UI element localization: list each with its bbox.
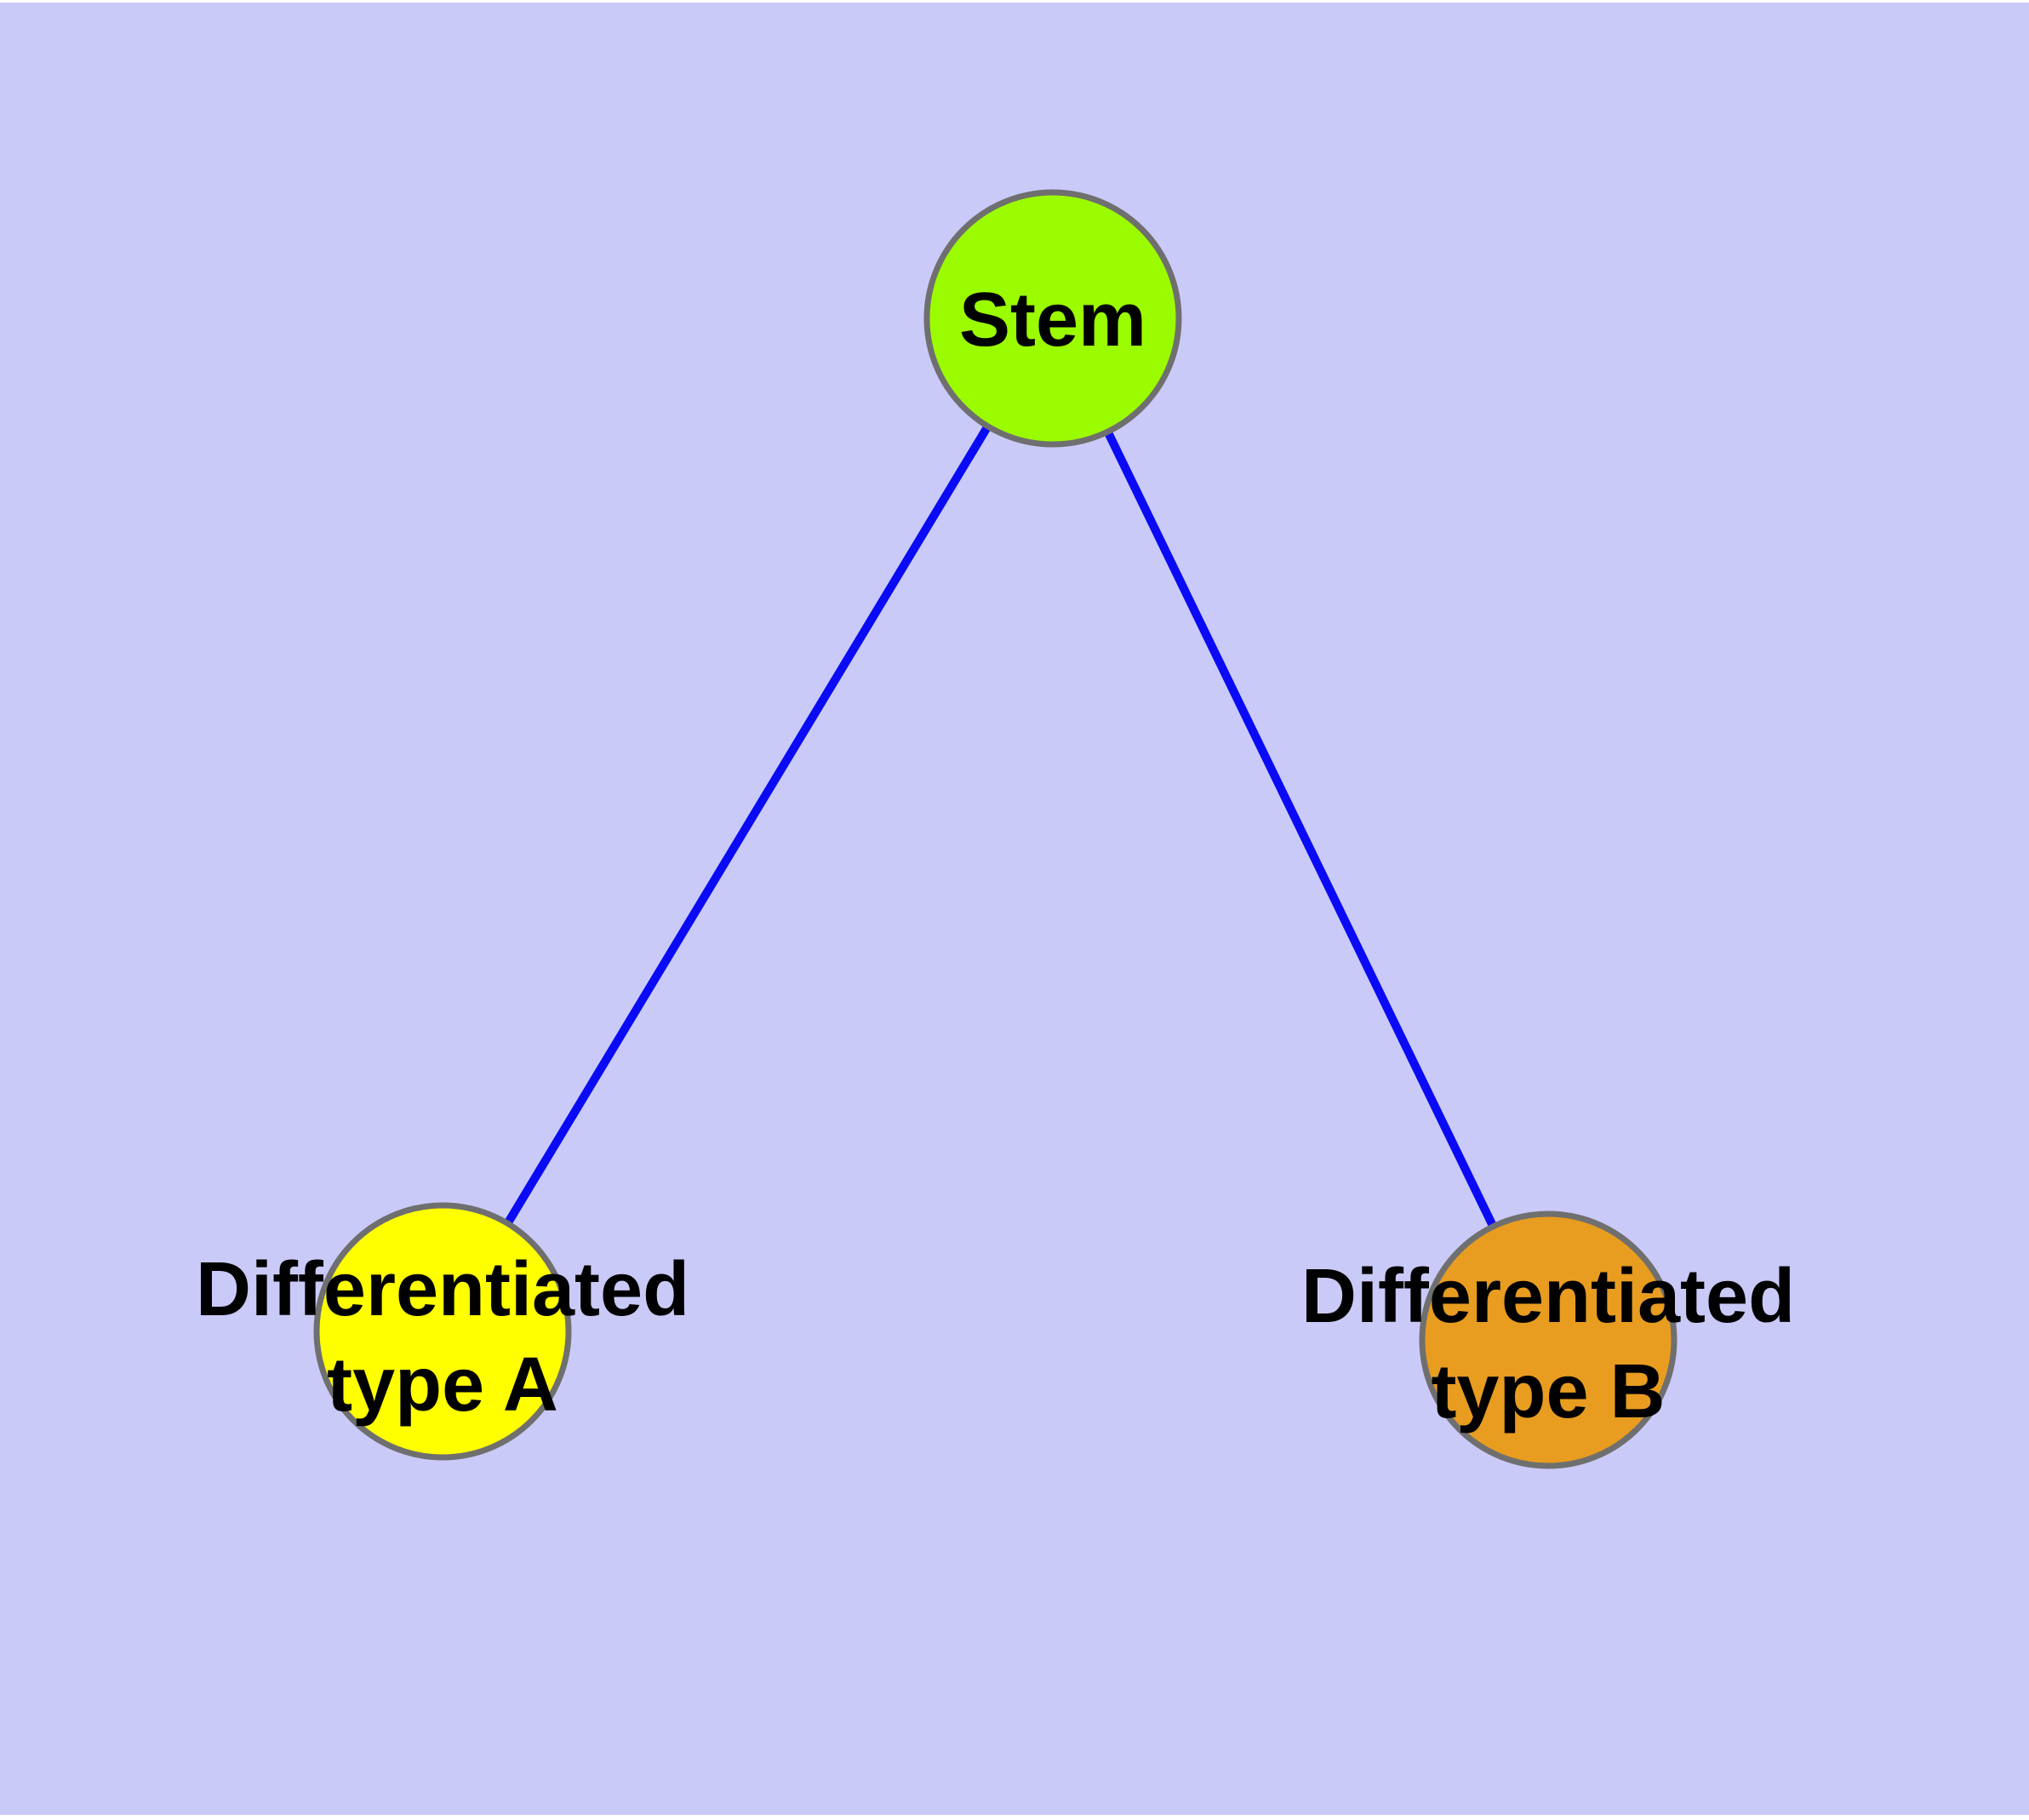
node-label-stem: Stem	[958, 278, 1147, 363]
node-type-b	[1419, 1210, 1677, 1469]
node-type-a	[313, 1202, 572, 1461]
edge-stem-to-type-a	[438, 316, 1057, 1334]
node-label-type-a: Differentiated type A	[195, 1247, 690, 1428]
edge-stem-to-type-b	[1049, 316, 1552, 1342]
node-label-type-b: Differentiated type B	[1300, 1254, 1796, 1434]
node-stem	[923, 189, 1182, 448]
